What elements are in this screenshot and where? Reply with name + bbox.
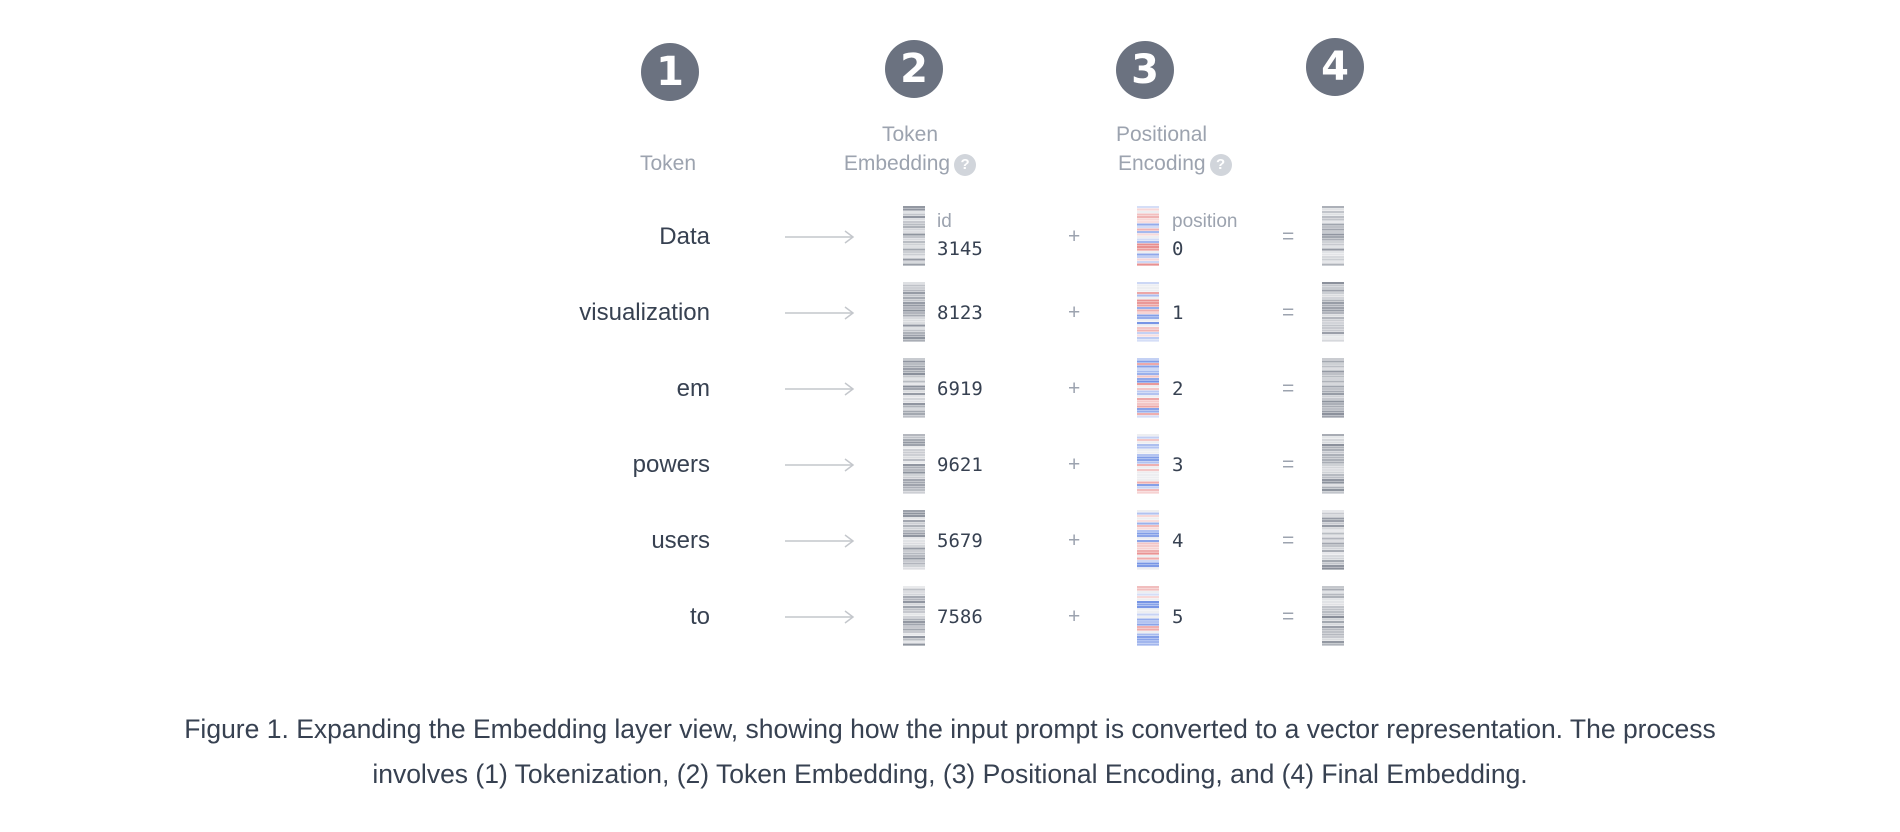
token-id-value: 7586	[937, 606, 983, 628]
plus-operator: +	[1068, 301, 1081, 324]
equals-operator: =	[1282, 605, 1295, 628]
id-label: id	[937, 211, 952, 232]
arrow-right-icon	[785, 382, 855, 396]
token-embedding-header-text: Embedding	[843, 152, 951, 175]
positional-encoding-vector	[1137, 434, 1159, 494]
step-4-badge: 4	[1306, 38, 1364, 96]
figure-caption: Figure 1. Expanding the Embedding layer …	[60, 707, 1840, 797]
token-id-value: 8123	[937, 302, 983, 324]
positional-header-line1: Positional	[1116, 123, 1208, 146]
plus-operator: +	[1068, 453, 1081, 476]
step-1-badge: 1	[641, 43, 699, 101]
token-label: Data	[659, 223, 710, 250]
token-embedding-header-line2: Embedding?	[820, 149, 1000, 178]
token-label: to	[689, 603, 710, 630]
token-header-label: Token	[639, 152, 697, 175]
token-id-value: 5679	[937, 530, 983, 552]
arrow-right-icon	[785, 458, 855, 472]
equals-operator: =	[1282, 225, 1295, 248]
caption-line-2: involves (1) Tokenization, (2) Token Emb…	[372, 759, 1528, 789]
positional-encoding-vector	[1137, 206, 1159, 266]
final-embedding-vector	[1322, 282, 1344, 342]
position-value: 3	[1172, 454, 1184, 476]
token-id-value: 6919	[937, 378, 983, 400]
token-embedding-vector	[903, 282, 925, 342]
position-value: 0	[1172, 238, 1184, 260]
arrow-right-icon	[785, 534, 855, 548]
token-embedding-vector	[903, 358, 925, 418]
equals-operator: =	[1282, 529, 1295, 552]
token-label: em	[676, 375, 710, 402]
final-embedding-vector	[1322, 434, 1344, 494]
token-embedding-vector	[903, 434, 925, 494]
arrow-right-icon	[785, 306, 855, 320]
token-embedding-header-line1: Token	[881, 123, 939, 146]
final-embedding-vector	[1322, 510, 1344, 570]
position-value: 2	[1172, 378, 1184, 400]
step-3-badge: 3	[1116, 41, 1174, 99]
final-embedding-vector	[1322, 206, 1344, 266]
positional-encoding-vector	[1137, 586, 1159, 646]
token-embedding-vector	[903, 510, 925, 570]
position-value: 5	[1172, 606, 1184, 628]
positional-encoding-vector	[1137, 358, 1159, 418]
arrow-right-icon	[785, 230, 855, 244]
arrow-right-icon	[785, 610, 855, 624]
position-value: 4	[1172, 530, 1184, 552]
caption-line-1: Figure 1. Expanding the Embedding layer …	[184, 714, 1716, 744]
plus-operator: +	[1068, 605, 1081, 628]
plus-operator: +	[1068, 377, 1081, 400]
token-label: powers	[632, 451, 710, 478]
token-label: visualization	[579, 299, 710, 326]
positional-encoding-help-icon[interactable]: ?	[1209, 154, 1232, 176]
positional-encoding-column-header: Positional Encoding?	[1100, 120, 1260, 178]
token-id-value: 3145	[937, 238, 983, 260]
plus-operator: +	[1068, 225, 1081, 248]
token-embedding-vector	[903, 586, 925, 646]
equals-operator: =	[1282, 377, 1295, 400]
plus-operator: +	[1068, 529, 1081, 552]
step-2-badge: 2	[885, 40, 943, 98]
final-embedding-vector	[1322, 358, 1344, 418]
token-embedding-column-header: Token Embedding?	[820, 120, 1000, 178]
token-embedding-help-icon[interactable]: ?	[954, 154, 977, 176]
positional-encoding-vector	[1137, 510, 1159, 570]
position-value: 1	[1172, 302, 1184, 324]
positional-encoding-vector	[1137, 282, 1159, 342]
equals-operator: =	[1282, 453, 1295, 476]
position-label: position	[1172, 211, 1238, 232]
final-embedding-vector	[1322, 586, 1344, 646]
positional-header-text: Encoding	[1118, 152, 1206, 175]
token-embedding-vector	[903, 206, 925, 266]
equals-operator: =	[1282, 301, 1295, 324]
token-label: users	[651, 527, 710, 554]
positional-header-line2: Encoding?	[1100, 149, 1260, 178]
token-id-value: 9621	[937, 454, 983, 476]
token-column-header: Token	[608, 149, 728, 178]
